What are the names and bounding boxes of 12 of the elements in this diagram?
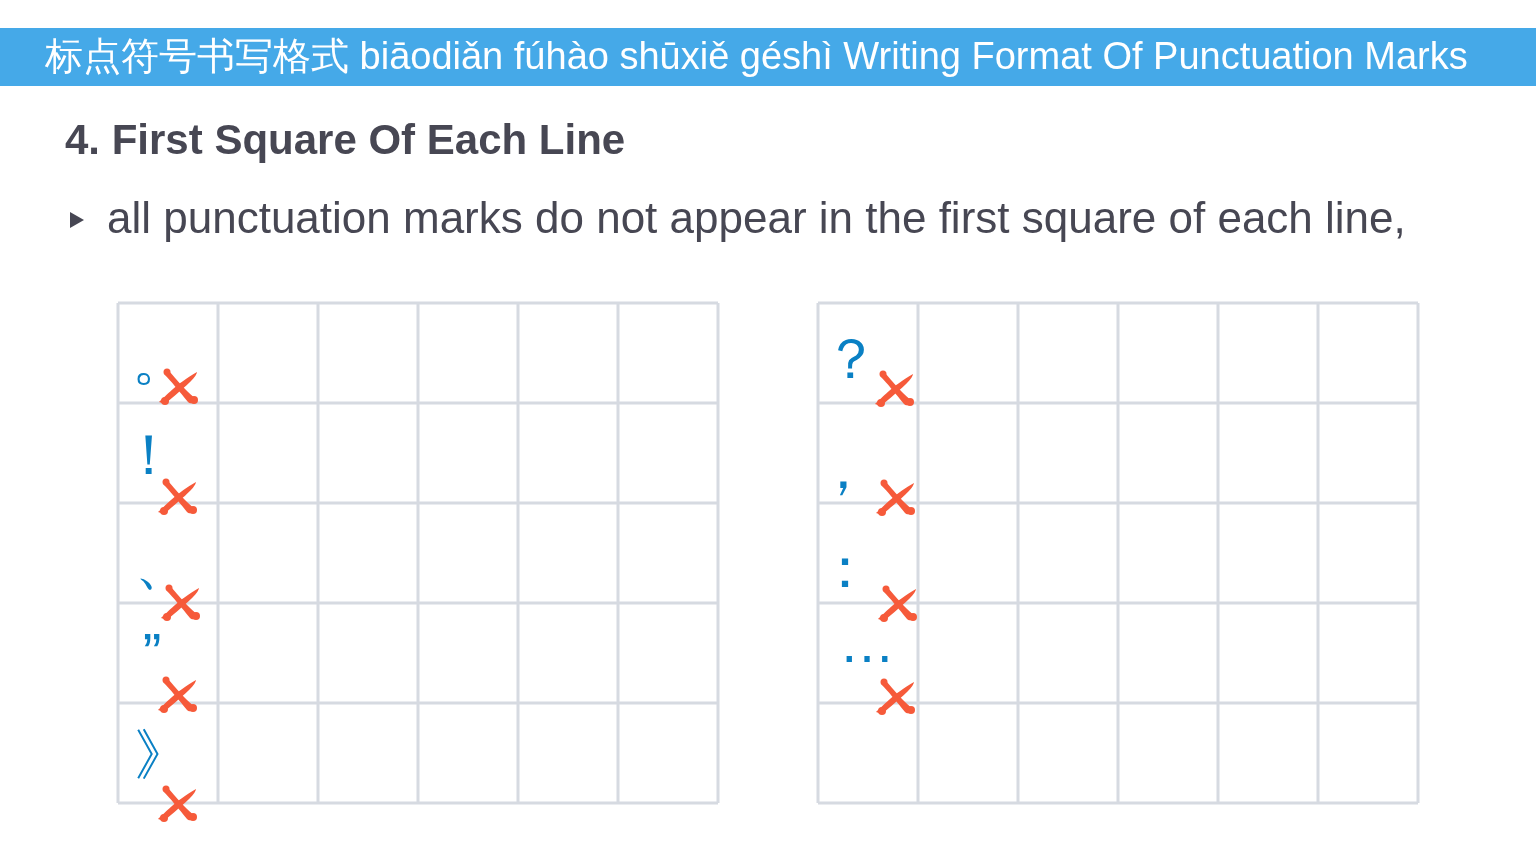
punctuation-mark: 》 [134, 727, 190, 783]
section-heading: 4. First Square Of Each Line [65, 115, 626, 165]
punctuation-mark: ， [815, 441, 871, 497]
punctuation-mark: … [839, 615, 895, 671]
punctuation-mark: ” [142, 625, 162, 681]
punctuation-mark: 、 [135, 536, 191, 592]
punctuation-mark: 。 [132, 332, 188, 388]
punctuation-mark: ！ [121, 427, 177, 483]
punctuation-mark: ： [817, 540, 873, 596]
bullet-text: all punctuation marks do not appear in the first square of each line, [107, 192, 1406, 244]
punctuation-mark: ？ [823, 331, 879, 387]
title: 标点符号书写格式 biāodiǎn fúhào shūxiě géshì Writing Format Of Punctuation Marks [45, 34, 1468, 78]
